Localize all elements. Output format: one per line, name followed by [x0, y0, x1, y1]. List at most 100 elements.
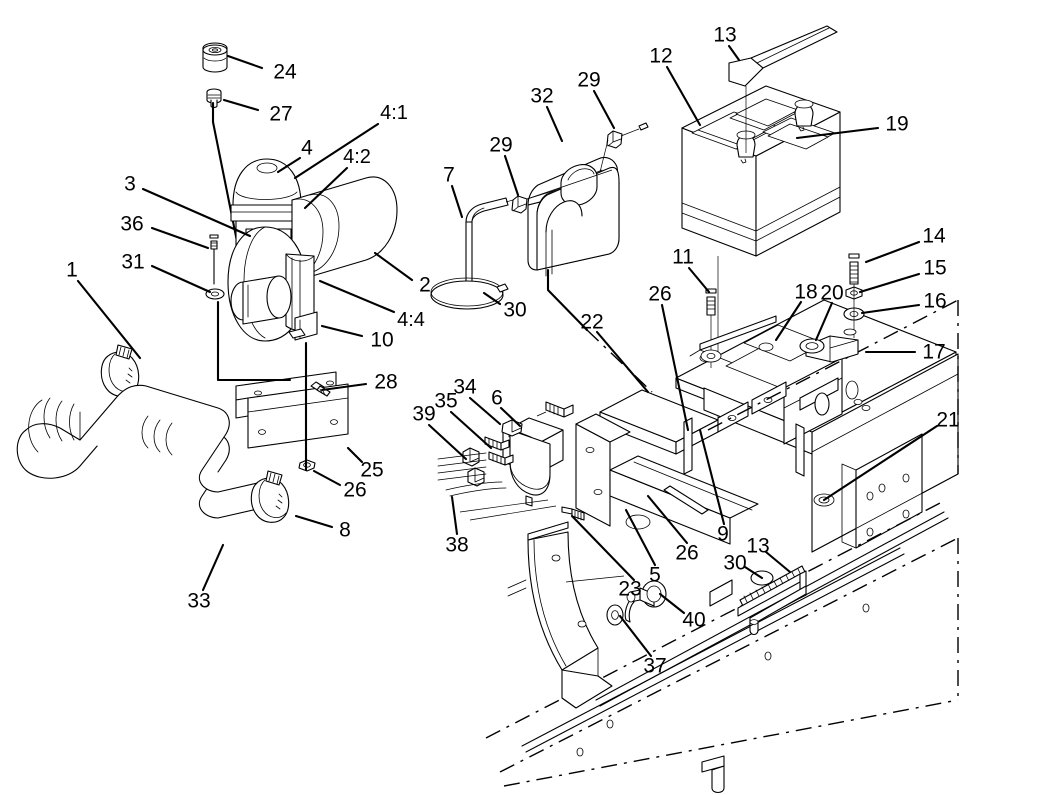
- callout-label-5: 5: [649, 563, 661, 587]
- callout-label-3: 3: [124, 172, 136, 196]
- battery-post-positive: [794, 99, 814, 132]
- callout-leader-lines: [76, 44, 939, 658]
- part-29-fitting-a: [606, 130, 623, 149]
- callout-label-24: 24: [273, 60, 297, 84]
- leader-line-5: [624, 508, 657, 567]
- leader-line-27: [222, 98, 260, 112]
- callout-label-19: 19: [885, 112, 909, 136]
- fastener-stack: [699, 253, 865, 368]
- callout-label-30: 30: [503, 298, 527, 322]
- part-39-elbow-a: [462, 447, 480, 467]
- leader-line-13: [727, 44, 741, 62]
- leader-line-2: [373, 251, 414, 282]
- callout-label-25: 25: [360, 458, 384, 482]
- part-37-washer: [606, 604, 624, 626]
- part-8-hose-clamp: [250, 470, 290, 523]
- leader-line-4-1: [293, 122, 380, 180]
- leader-line-38: [450, 495, 459, 536]
- leader-line-24: [226, 54, 264, 70]
- callout-label-26: 26: [648, 282, 672, 306]
- leader-line-4: [276, 156, 302, 174]
- callout-label-36: 36: [120, 212, 144, 236]
- leader-line-11: [687, 266, 711, 294]
- leader-line-15: [858, 272, 921, 294]
- callout-label-9: 9: [717, 522, 729, 546]
- part-28-screw: [310, 381, 331, 397]
- leader-line-12: [665, 65, 702, 127]
- leader-line-8: [294, 514, 334, 529]
- callout-label-2: 2: [419, 273, 431, 297]
- leader-line-26: [646, 494, 689, 545]
- leader-line-21: [822, 424, 939, 502]
- leader-line-10: [320, 324, 364, 338]
- leader-line-13: [764, 550, 792, 574]
- leader-line-25: [346, 446, 364, 464]
- leader-line-34: [468, 396, 502, 426]
- callout-label-12: 12: [649, 44, 673, 68]
- callout-label-13: 13: [713, 23, 737, 47]
- leader-line-37: [618, 614, 653, 658]
- leader-line-28: [320, 382, 368, 392]
- callout-label-38: 38: [445, 533, 469, 557]
- callout-label-6: 6: [491, 386, 503, 410]
- leader-line-23: [570, 514, 636, 582]
- callout-label-31: 31: [121, 250, 145, 274]
- part-25-bracket: [235, 371, 349, 449]
- part-1-hose-clamp: [100, 344, 140, 397]
- muffler-assembly: [16, 42, 398, 523]
- leader-line-4-4: [318, 279, 396, 314]
- leader-line-7: [450, 184, 464, 219]
- callout-label-13: 13: [746, 534, 770, 558]
- part-29-fitting-b: [511, 195, 528, 214]
- callout-label-17: 17: [922, 340, 946, 364]
- engine-housing: [227, 226, 318, 342]
- callout-label-4: 4: [301, 136, 313, 160]
- leader-line-33: [201, 543, 225, 592]
- callout-label-4-4: 4:4: [397, 309, 425, 331]
- part-13-battery-cable: [728, 25, 838, 87]
- leader-line-40: [658, 592, 686, 615]
- callout-label-29: 29: [489, 133, 513, 157]
- part-12-battery: [681, 25, 841, 430]
- leader-line-35: [449, 410, 493, 450]
- part-14-bolt: [848, 253, 860, 285]
- leader-line-22: [595, 330, 650, 394]
- leader-line-3: [141, 187, 252, 238]
- callout-label-4-1: 4:1: [380, 102, 408, 124]
- callout-label-30: 30: [723, 551, 747, 575]
- leader-line-39: [427, 423, 468, 461]
- part-23-clip: [624, 591, 636, 623]
- hardware-lower: [561, 506, 667, 626]
- callout-label-26: 26: [675, 541, 699, 565]
- callout-label-18: 18: [794, 280, 818, 304]
- callout-label-39: 39: [412, 402, 436, 426]
- part-32-fuel-tank: [505, 122, 653, 393]
- callout-label-27: 27: [269, 102, 293, 126]
- callout-label-29: 29: [577, 68, 601, 92]
- leader-line-20: [814, 301, 834, 342]
- callout-label-20: 20: [820, 281, 844, 305]
- callout-label-21: 21: [936, 408, 960, 432]
- leader-line-16: [860, 303, 921, 315]
- part-13-spring-rod: [737, 565, 807, 636]
- callout-label-11: 11: [672, 245, 694, 269]
- callout-label-28: 28: [374, 370, 398, 394]
- fender-shroud: [507, 521, 625, 709]
- leader-line-4-2: [303, 166, 349, 210]
- leader-line-32: [545, 105, 564, 143]
- leader-line-29: [592, 89, 616, 130]
- callout-label-33: 33: [187, 589, 211, 613]
- callout-label-32: 32: [530, 84, 554, 108]
- callout-label-14: 14: [922, 224, 946, 248]
- leader-line-29: [503, 154, 520, 197]
- leader-line-26: [660, 303, 690, 432]
- callout-label-15: 15: [923, 256, 947, 280]
- part-5-fitting: [639, 580, 667, 608]
- callout-label-1: 1: [66, 258, 78, 282]
- callout-label-16: 16: [923, 289, 947, 313]
- part-35-fitting-a: [484, 436, 510, 451]
- part-7-rod-assembly: [430, 197, 509, 310]
- leader-line-26: [312, 469, 342, 487]
